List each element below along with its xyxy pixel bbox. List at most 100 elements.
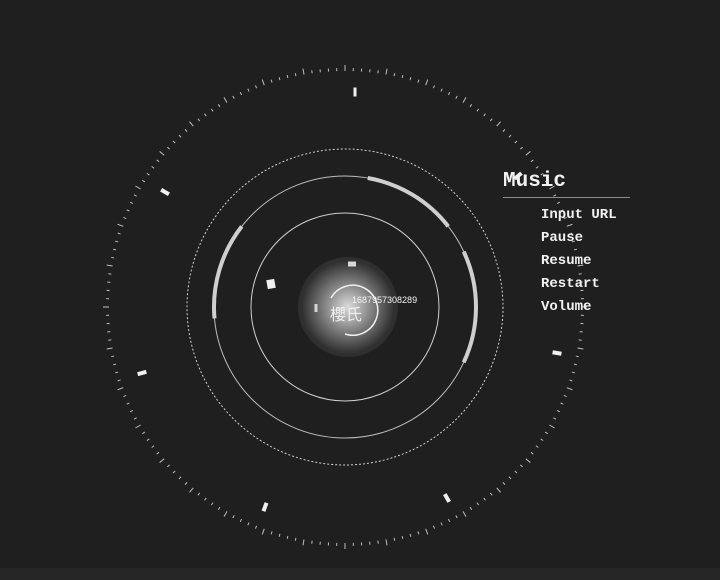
tick-mark — [535, 445, 539, 448]
tick-mark — [462, 511, 467, 517]
tick-mark — [401, 74, 404, 79]
tick-mark — [278, 533, 281, 537]
tick-mark — [189, 487, 194, 493]
tick-mark — [204, 113, 207, 117]
orbit-markers — [137, 87, 562, 512]
tick-mark — [469, 506, 473, 510]
tick-mark — [112, 248, 117, 251]
orbit-marker — [261, 502, 269, 512]
menu-item-restart[interactable]: Restart — [541, 276, 600, 292]
tick-mark — [117, 232, 121, 235]
tick-mark — [544, 179, 548, 183]
tick-mark — [440, 88, 443, 92]
tick-mark — [440, 522, 443, 526]
tick-mark — [159, 458, 165, 463]
tick-mark — [133, 417, 137, 420]
tick-mark — [535, 166, 539, 169]
tick-mark — [563, 217, 567, 220]
tick-mark — [255, 85, 258, 89]
tick-mark — [489, 118, 493, 122]
tick-mark — [540, 172, 544, 176]
tick-mark — [135, 185, 141, 190]
tick-mark — [156, 451, 160, 455]
tick-mark — [573, 248, 578, 251]
tick-mark — [135, 424, 141, 429]
menu-item-resume[interactable]: Resume — [541, 253, 592, 269]
tick-mark — [117, 387, 124, 391]
tick-mark — [142, 431, 146, 435]
tick-mark — [525, 458, 531, 463]
tick-mark — [151, 445, 155, 448]
tick-mark — [571, 371, 575, 374]
tick-mark — [455, 515, 458, 519]
tick-mark — [553, 417, 557, 420]
menu-item-input-url[interactable]: Input URL — [541, 207, 617, 223]
tick-mark — [167, 146, 170, 150]
outer-dashed-ring — [186, 148, 504, 466]
tick-mark — [294, 73, 297, 77]
tick-mark — [223, 97, 228, 103]
orbit-marker — [160, 188, 170, 196]
tick-mark — [577, 347, 584, 350]
menu-item-volume[interactable]: Volume — [541, 299, 592, 315]
tick-mark — [556, 410, 561, 413]
outer-tick-ring — [103, 65, 587, 549]
tick-mark — [549, 424, 555, 429]
menu-list: Input URL Pause Resume Restart Volume — [541, 204, 630, 319]
tick-mark — [210, 108, 214, 112]
inner-ring — [250, 212, 440, 402]
tick-mark — [172, 140, 176, 144]
tick-mark — [106, 264, 113, 267]
tick-mark — [115, 371, 119, 374]
tick-mark — [560, 402, 564, 405]
tick-mark — [530, 159, 534, 163]
tick-mark — [111, 256, 115, 259]
center-id: 1687957308289 — [352, 295, 418, 305]
tick-mark — [239, 91, 242, 96]
tick-mark — [167, 464, 170, 468]
tick-mark — [232, 515, 235, 519]
tick-mark — [223, 511, 228, 517]
tick-mark — [575, 256, 579, 259]
tick-mark — [270, 531, 273, 535]
music-menu: Music Input URL Pause Resume Restart Vol… — [503, 170, 630, 319]
orbit-marker — [513, 171, 523, 181]
tick-mark — [483, 497, 486, 501]
tick-mark — [172, 470, 176, 474]
tick-mark — [111, 355, 115, 358]
tick-mark — [302, 539, 305, 546]
tick-mark — [261, 79, 265, 86]
tick-mark — [197, 492, 201, 496]
tick-mark — [184, 482, 188, 485]
tick-mark — [566, 387, 573, 391]
tick-mark — [278, 77, 281, 81]
tick-mark — [261, 528, 265, 535]
tick-mark — [544, 431, 548, 435]
tick-mark — [556, 201, 561, 204]
tick-mark — [247, 522, 250, 526]
tick-mark — [476, 502, 480, 506]
tick-mark — [129, 201, 134, 204]
tick-mark — [151, 166, 155, 169]
tick-mark — [560, 209, 564, 212]
tick-mark — [508, 134, 512, 138]
tick-mark — [577, 264, 584, 267]
tick-mark — [530, 451, 534, 455]
tick-mark — [425, 528, 429, 535]
menu-title: Music — [503, 170, 630, 198]
tick-mark — [425, 79, 429, 86]
tick-mark — [184, 129, 188, 132]
tick-mark — [126, 402, 130, 405]
menu-item-pause[interactable]: Pause — [541, 230, 584, 246]
orbit-marker — [137, 369, 147, 377]
tick-mark — [569, 379, 573, 382]
spectrum-arcs — [212, 176, 478, 364]
tick-mark — [286, 74, 289, 79]
tick-mark — [569, 232, 573, 235]
tick-mark — [417, 79, 420, 83]
tick-mark — [385, 68, 388, 75]
tick-mark — [525, 151, 531, 156]
tick-mark — [247, 88, 250, 92]
tick-mark — [563, 394, 567, 397]
tick-mark — [133, 194, 137, 197]
